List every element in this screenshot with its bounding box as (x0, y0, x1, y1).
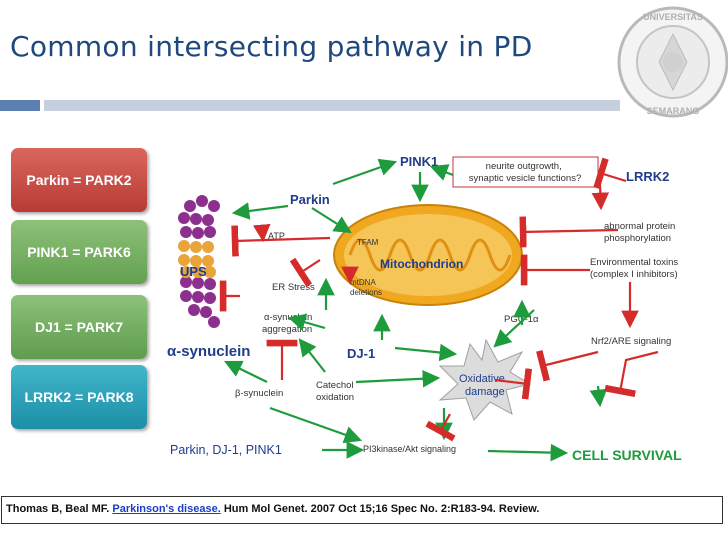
slide-title: Common intersecting pathway in PD (10, 30, 533, 63)
lrrk2-node: LRRK2 (626, 169, 669, 184)
atp-label: ATP (268, 231, 285, 241)
title-rule-gap (40, 100, 44, 111)
gene-box-dj1: DJ1 = PARK7 (11, 295, 147, 359)
citation-authors: Thomas B, Beal MF. (6, 503, 113, 515)
gene-box-parkin: Parkin = PARK2 (11, 148, 147, 212)
asyn-node: α-synuclein (167, 343, 250, 360)
university-seal-logo: UNIVERSITAS SEMARANG (617, 6, 728, 118)
pi3k-akt-label: PI3kinase/Akt signaling (363, 444, 456, 454)
gene-box-lrrk2: LRRK2 = PARK8 (11, 365, 147, 429)
bsyn-label: β-synuclein (235, 388, 283, 399)
er-stress-label: ER Stress (272, 282, 315, 293)
dj1-node: DJ-1 (347, 346, 375, 361)
ups-proteasome-icon (178, 195, 220, 328)
parkin-dj1-pink1-label: Parkin, DJ-1, PINK1 (170, 443, 282, 457)
tfam-label: TFAM (357, 238, 379, 247)
title-rule-light (44, 100, 620, 111)
pink1-node: PINK1 (400, 154, 438, 169)
oxidative-damage-label: Oxidative damage (459, 373, 508, 398)
citation-bar: Thomas B, Beal MF. Parkinson's disease. … (1, 496, 723, 524)
citation-link[interactable]: Parkinson's disease. (112, 503, 221, 515)
catechol-label: Catechol oxidation (316, 380, 356, 403)
svg-text:SEMARANG: SEMARANG (647, 106, 700, 116)
oxidative-damage-burst-icon (438, 338, 532, 421)
environmental-toxins-label: Environmental toxins (complex I inhibito… (590, 257, 681, 280)
mitochondrion-icon (333, 204, 523, 306)
mitochondrion-label: Mitochondrion (380, 257, 463, 271)
parkin-node: Parkin (290, 192, 330, 207)
citation-details: Hum Mol Genet. 2007 Oct 15;16 Spec No. 2… (220, 503, 540, 515)
neurite-box-label: neurite outgrowth, synaptic vesicle func… (469, 161, 581, 184)
abnormal-phosphorylation-label: abnormal protein phosphorylation (604, 221, 678, 244)
ups-label: UPS (180, 264, 207, 279)
svg-text:UNIVERSITAS: UNIVERSITAS (643, 12, 703, 22)
nrf2-label: Nrf2/ARE signaling (591, 336, 671, 347)
mtdna-label: mtDNA deletions (350, 278, 382, 297)
gene-box-pink1: PINK1 = PARK6 (11, 220, 147, 284)
cell-survival-label: CELL SURVIVAL (572, 447, 682, 463)
